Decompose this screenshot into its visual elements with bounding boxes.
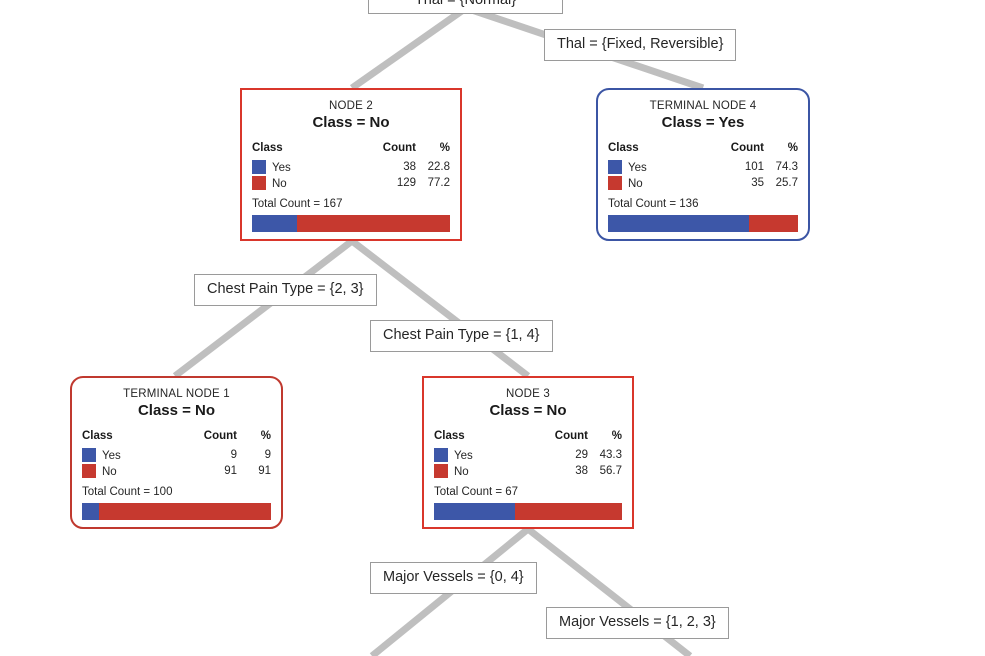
split-label-thal-fixed-reversible: Thal = {Fixed, Reversible}: [544, 29, 737, 61]
node-node3[interactable]: NODE 3 Class = No Class Count % Yes 29 4…: [422, 376, 634, 529]
row-percent: 74.3: [775, 161, 798, 173]
node-title: NODE 2: [328, 100, 374, 112]
table-header-row: Class Count %: [434, 430, 622, 447]
row-percent: 9: [264, 449, 271, 461]
distribution-bar: [608, 215, 798, 232]
node-title: TERMINAL NODE 4: [649, 100, 757, 112]
legend-swatch-no: [82, 464, 96, 478]
split-label-major-vessels-1-2-3: Major Vessels = {1, 2, 3}: [546, 607, 729, 639]
legend-swatch-yes: [434, 448, 448, 462]
row-percent: 43.3: [599, 449, 622, 461]
row-percent: 56.7: [599, 465, 622, 477]
legend-swatch-no: [252, 176, 266, 190]
column-header-count: Count: [203, 430, 237, 442]
row-count: 29: [575, 449, 588, 461]
column-header-percent: %: [260, 430, 271, 442]
distribution-bar-yes: [608, 215, 750, 232]
row-percent: 91: [258, 465, 271, 477]
table-header-row: Class Count %: [608, 142, 798, 159]
edge-root-to-node2: [349, 5, 469, 91]
table-row: No 38 56.7: [434, 463, 622, 479]
row-count: 38: [403, 161, 416, 173]
root-split-label: Thal = {Normal}: [368, 0, 563, 14]
node-class-label: Class = Yes: [661, 114, 745, 131]
row-count: 101: [744, 161, 764, 173]
distribution-bar: [82, 503, 271, 520]
node-stats-table: Class Count % Yes 101 74.3 No 35 25.7: [608, 142, 798, 191]
table-row: Yes 29 43.3: [434, 447, 622, 463]
edge-node2-to-node1: [172, 238, 355, 379]
column-header-count: Count: [554, 430, 588, 442]
edge-node2-to-node3: [349, 238, 531, 379]
row-class-label: No: [454, 466, 469, 478]
row-class-label: Yes: [628, 162, 647, 174]
distribution-bar-no: [297, 215, 450, 232]
row-class-label: Yes: [454, 450, 473, 462]
table-row: Yes 38 22.8: [252, 159, 450, 175]
column-header-class: Class: [82, 430, 113, 442]
node-stats-table: Class Count % Yes 29 43.3 No 38 56.7: [434, 430, 622, 479]
distribution-bar-yes: [434, 503, 516, 520]
row-percent: 25.7: [775, 177, 798, 189]
row-count: 9: [230, 449, 237, 461]
table-header-row: Class Count %: [252, 142, 450, 159]
table-row: Yes 9 9: [82, 447, 271, 463]
distribution-bar: [252, 215, 450, 232]
column-header-percent: %: [439, 142, 450, 154]
column-header-class: Class: [434, 430, 465, 442]
row-count: 35: [751, 177, 764, 189]
legend-swatch-no: [608, 176, 622, 190]
legend-swatch-yes: [608, 160, 622, 174]
node-node2[interactable]: NODE 2 Class = No Class Count % Yes 38 2…: [240, 88, 462, 241]
column-header-class: Class: [608, 142, 639, 154]
row-class-label: No: [272, 178, 287, 190]
total-count: Total Count = 167: [252, 198, 343, 210]
node-terminal-node-4[interactable]: TERMINAL NODE 4 Class = Yes Class Count …: [596, 88, 810, 241]
node-title: TERMINAL NODE 1: [123, 388, 230, 400]
row-percent: 22.8: [427, 161, 450, 173]
column-header-class: Class: [252, 142, 283, 154]
node-stats-table: Class Count % Yes 38 22.8 No 129 77.2: [252, 142, 450, 191]
legend-swatch-yes: [252, 160, 266, 174]
node-class-label: Class = No: [137, 402, 216, 419]
node-stats-table: Class Count % Yes 9 9 No 91 91: [82, 430, 271, 479]
distribution-bar-yes: [82, 503, 99, 520]
distribution-bar-no: [99, 503, 271, 520]
column-header-percent: %: [787, 142, 798, 154]
row-class-label: Yes: [272, 162, 291, 174]
node-terminal-node-1[interactable]: TERMINAL NODE 1 Class = No Class Count %…: [70, 376, 283, 529]
table-row: Yes 101 74.3: [608, 159, 798, 175]
row-count: 38: [575, 465, 588, 477]
split-label-major-vessels-0-4: Major Vessels = {0, 4}: [370, 562, 537, 594]
column-header-percent: %: [611, 430, 622, 442]
row-class-label: No: [628, 178, 643, 190]
legend-swatch-yes: [82, 448, 96, 462]
distribution-bar-yes: [252, 215, 298, 232]
row-class-label: Yes: [102, 450, 121, 462]
node-class-label: Class = No: [312, 114, 390, 131]
distribution-bar-no: [515, 503, 622, 520]
column-header-count: Count: [730, 142, 764, 154]
row-count: 91: [224, 465, 237, 477]
distribution-bar: [434, 503, 622, 520]
row-percent: 77.2: [427, 177, 450, 189]
row-count: 129: [396, 177, 416, 189]
node-class-label: Class = No: [489, 402, 567, 419]
total-count: Total Count = 67: [434, 486, 519, 498]
table-header-row: Class Count %: [82, 430, 271, 447]
legend-swatch-no: [434, 464, 448, 478]
split-label-chest-pain-1-4: Chest Pain Type = {1, 4}: [370, 320, 553, 352]
table-row: No 35 25.7: [608, 175, 798, 191]
distribution-bar-no: [749, 215, 798, 232]
table-row: No 91 91: [82, 463, 271, 479]
table-row: No 129 77.2: [252, 175, 450, 191]
split-label-chest-pain-2-3: Chest Pain Type = {2, 3}: [194, 274, 377, 306]
row-class-label: No: [102, 466, 117, 478]
total-count: Total Count = 136: [608, 198, 699, 210]
total-count: Total Count = 100: [82, 486, 173, 498]
column-header-count: Count: [382, 142, 416, 154]
node-title: NODE 3: [505, 388, 551, 400]
